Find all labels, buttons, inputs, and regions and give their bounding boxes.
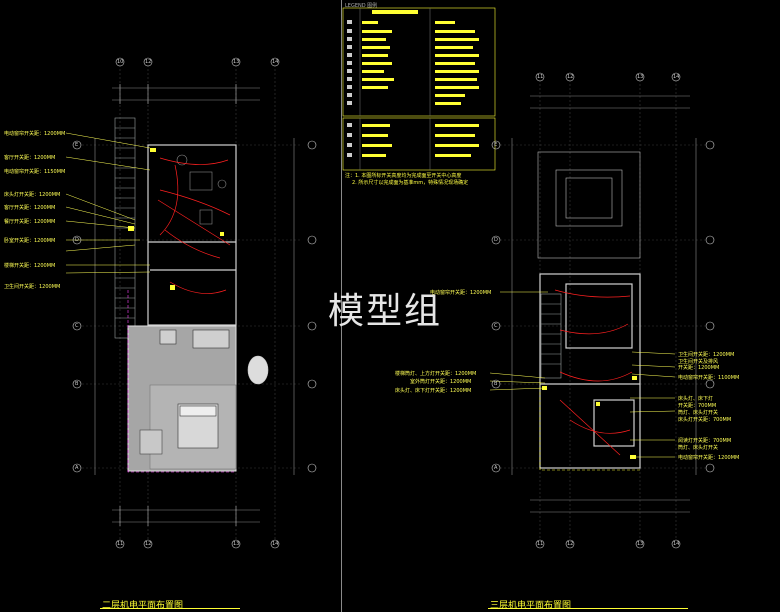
legend-title: LEGEND 图例 (345, 3, 378, 9)
callout: 床头灯开关距：700MM (678, 417, 732, 423)
axis-bottom-1: 11 (117, 541, 124, 547)
axis-top-4: 14 (673, 74, 680, 80)
legend-note-1: 注：1. 本图所标开关高度均为完成面至开关中心高度 (345, 173, 462, 179)
callout: 开关距：1200MM (678, 365, 720, 371)
callout: 楼梯筒灯、上方灯开关距：1200MM (395, 371, 477, 377)
callout: 阅读灯开关距：700MM (678, 438, 732, 444)
callout: 卫生间开关距：1200MM (4, 284, 61, 290)
callout: 筒灯、床头灯开关 (678, 445, 719, 451)
callout: 卫生间开关及排风 (678, 359, 719, 365)
axis-top-4: 14 (272, 59, 279, 65)
callout: 床头灯、床下灯开关距：1200MM (395, 388, 472, 394)
axis-bottom-3: 13 (233, 541, 240, 547)
axis-row-e: E (494, 142, 498, 148)
axis-row-a: A (75, 465, 79, 471)
axis-row-a: A (494, 465, 498, 471)
axis-bottom-2: 12 (567, 541, 574, 547)
callout: 电动窗帘开关距：1100MM (678, 375, 740, 381)
axis-top-3: 13 (637, 74, 644, 80)
callout: 床头灯、床下灯 (678, 396, 714, 402)
callout: 电动窗帘开关距：1150MM (4, 169, 66, 175)
left-plan-title: 二层机电平面布置图 (102, 601, 184, 611)
callout: 卫生间开关距：1200MM (678, 352, 735, 358)
axis-row-d: D (494, 237, 498, 243)
axis-bottom-4: 14 (673, 541, 680, 547)
axis-bottom-3: 13 (637, 541, 644, 547)
callout: 床头灯开关距：1200MM (4, 192, 61, 198)
callout: 餐厅开关距：1200MM (4, 219, 56, 225)
legend-table (342, 7, 496, 171)
right-title-underline (488, 608, 688, 609)
callout: 室外筒灯开关距：1200MM (410, 379, 472, 385)
callout: 客厅开关距：1200MM (4, 205, 56, 211)
callout: 楼梯开关距：1200MM (4, 263, 56, 269)
left-title-underline (100, 608, 240, 609)
axis-bottom-4: 14 (272, 541, 279, 547)
callout: 开关距：700MM (678, 403, 717, 409)
callout: 电动窗帘开关距：1200MM (678, 455, 740, 461)
callout: 客厅开关距：1200MM (4, 155, 56, 161)
left-plan (65, 57, 317, 549)
axis-row-b: B (75, 381, 79, 387)
right-plan (489, 72, 715, 549)
axis-row-c: C (494, 323, 498, 329)
right-plan-title: 三层机电平面布置图 (490, 601, 572, 611)
callout: 卧室开关距：1200MM (4, 238, 56, 244)
axis-top-2: 12 (567, 74, 574, 80)
callout: 电动窗帘开关距：1200MM (430, 290, 492, 296)
axis-top-1: 11 (537, 74, 544, 80)
axis-top-3: 13 (233, 59, 240, 65)
axis-bottom-1: 11 (537, 541, 544, 547)
watermark: 模型组 (328, 291, 443, 332)
axis-row-b: B (494, 381, 498, 387)
callout: 电动窗帘开关距：1200MM (4, 131, 66, 137)
legend-note-2: 2. 所示尺寸以完成面为基准mm，特殊情况现场确定 (352, 180, 469, 186)
axis-bottom-2: 12 (145, 541, 152, 547)
axis-top-1: 10 (117, 59, 124, 65)
axis-row-e: E (75, 142, 79, 148)
axis-row-c: C (75, 323, 79, 329)
callout: 筒灯、床头灯开关 (678, 410, 719, 416)
axis-row-d: D (75, 237, 79, 243)
sheet-divider (341, 0, 342, 612)
axis-top-2: 12 (145, 59, 152, 65)
